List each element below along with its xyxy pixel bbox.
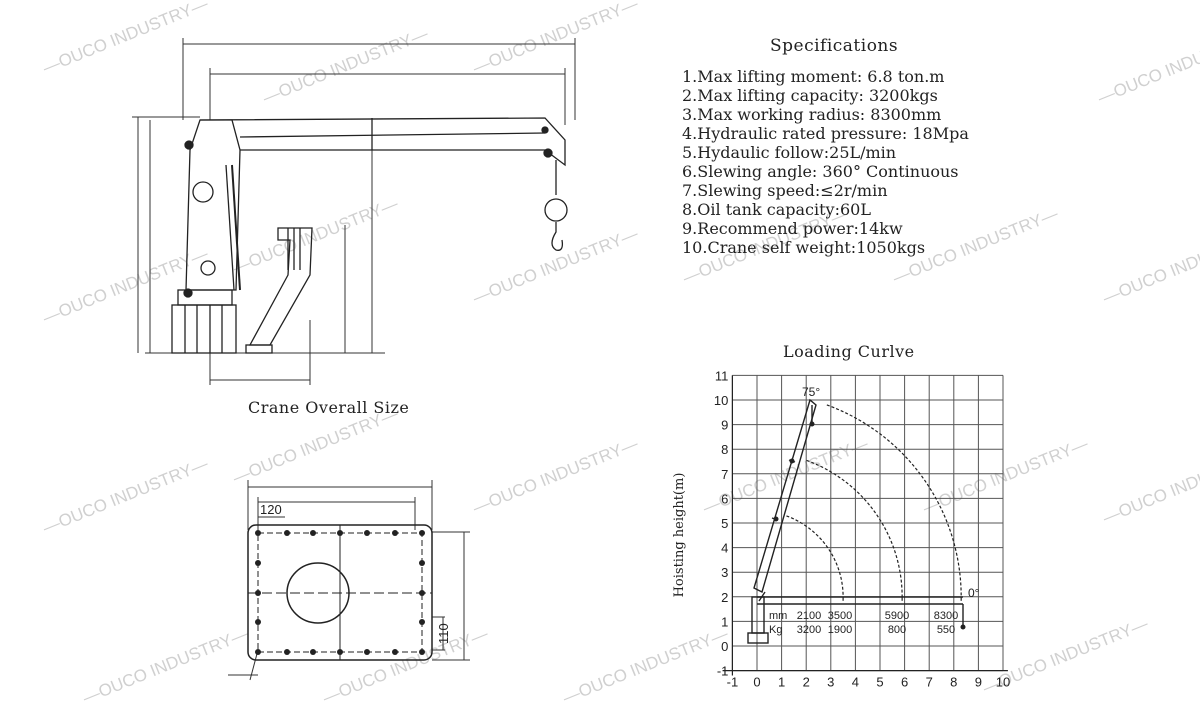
angle-75-label: 75° (802, 385, 820, 399)
y-tick-label: 9 (721, 418, 728, 433)
spec-item: 4.Hydraulic rated pressure: 18Mpa (682, 124, 969, 143)
x-tick-label: 4 (852, 675, 859, 690)
capacity-table: 2100 3500 5900 8300 3200 1900 800 550 (797, 610, 958, 636)
y-tick-label: 6 (721, 491, 728, 506)
base-plate-drawing: 120 110 (228, 480, 470, 681)
center-hole (286, 562, 350, 624)
spec-item: 3.Max working radius: 8300mm (682, 105, 942, 124)
y-tick-label: 1 (721, 614, 728, 629)
mm-value: 3500 (828, 610, 852, 622)
table-mm-label: mm (769, 610, 787, 622)
crane-column-mini (751, 596, 765, 634)
dim-label-120: 120 (260, 502, 282, 517)
curve-axes (722, 375, 1008, 676)
spec-item: 2.Max lifting capacity: 3200kgs (682, 86, 938, 105)
radius-arc (786, 515, 844, 597)
radius-arc (826, 404, 962, 597)
x-tick-label: 10 (996, 675, 1010, 690)
x-tick-labels: -1 0 1 2 3 4 5 6 7 8 9 10 (727, 675, 1011, 690)
x-tick-label: 5 (876, 675, 883, 690)
hook-block (544, 198, 568, 222)
spec-item: 10.Crane self weight:1050kgs (682, 238, 926, 257)
y-tick-label: 11 (715, 368, 729, 383)
spec-item: 5.Hydaulic follow:25L/min (682, 143, 897, 162)
y-axis-label: Hoisting height(m) (672, 473, 687, 598)
column-hole (192, 181, 214, 203)
kg-value: 3200 (797, 624, 821, 636)
bolt-holes (255, 530, 425, 655)
kg-value: 800 (888, 624, 906, 636)
kg-value: 550 (937, 624, 955, 636)
kg-value: 1900 (828, 624, 852, 636)
x-tick-label: 1 (778, 675, 785, 690)
table-kg-label: Kg (769, 624, 782, 636)
x-tick-label: 9 (975, 675, 982, 690)
x-tick-label: 6 (901, 675, 908, 690)
x-tick-label: 0 (753, 675, 760, 690)
lift-cylinder (231, 164, 241, 291)
mm-value: 8300 (934, 610, 958, 622)
boom-pins (773, 421, 966, 630)
crane-side-drawing (132, 38, 576, 385)
crane-overall-size-caption: Crane Overall Size (248, 398, 410, 417)
angle-0-label: 0° (968, 586, 980, 600)
spec-item: 1.Max lifting moment: 6.8 ton.m (682, 67, 945, 86)
boom (199, 117, 566, 167)
loading-curve-title: Loading Curlve (783, 342, 915, 361)
spec-item: 6.Slewing angle: 360° Continuous (682, 162, 959, 181)
mm-value: 2100 (797, 610, 821, 622)
y-tick-label: 4 (721, 541, 728, 556)
specifications-list: 1.Max lifting moment: 6.8 ton.m 2.Max li… (682, 67, 969, 257)
hook (551, 222, 564, 251)
mm-value: 5900 (885, 610, 909, 622)
y-tick-label: 7 (721, 467, 728, 482)
x-tick-label: -1 (727, 675, 739, 690)
y-tick-label: 5 (721, 516, 728, 531)
x-tick-label: 8 (950, 675, 957, 690)
y-tick-label: 3 (721, 565, 728, 580)
radius-arc (806, 459, 903, 597)
y-tick-label: 2 (721, 590, 728, 605)
spec-item: 7.Slewing speed:≤2r/min (682, 181, 888, 200)
working-radius-arcs (786, 404, 962, 601)
spec-item: 9.Recommend power:14kw (682, 219, 903, 238)
x-tick-label: 7 (926, 675, 933, 690)
dim-label-110: 110 (436, 623, 451, 644)
y-tick-label: 10 (714, 393, 728, 408)
y-tick-label: 8 (721, 442, 728, 457)
x-tick-label: 2 (803, 675, 810, 690)
specifications-title: Specifications (770, 36, 899, 56)
y-tick-label: 0 (721, 639, 728, 654)
spec-item: 8.Oil tank capacity:60L (682, 200, 871, 219)
x-tick-label: 3 (827, 675, 834, 690)
y-tick-label: -1 (717, 664, 729, 679)
